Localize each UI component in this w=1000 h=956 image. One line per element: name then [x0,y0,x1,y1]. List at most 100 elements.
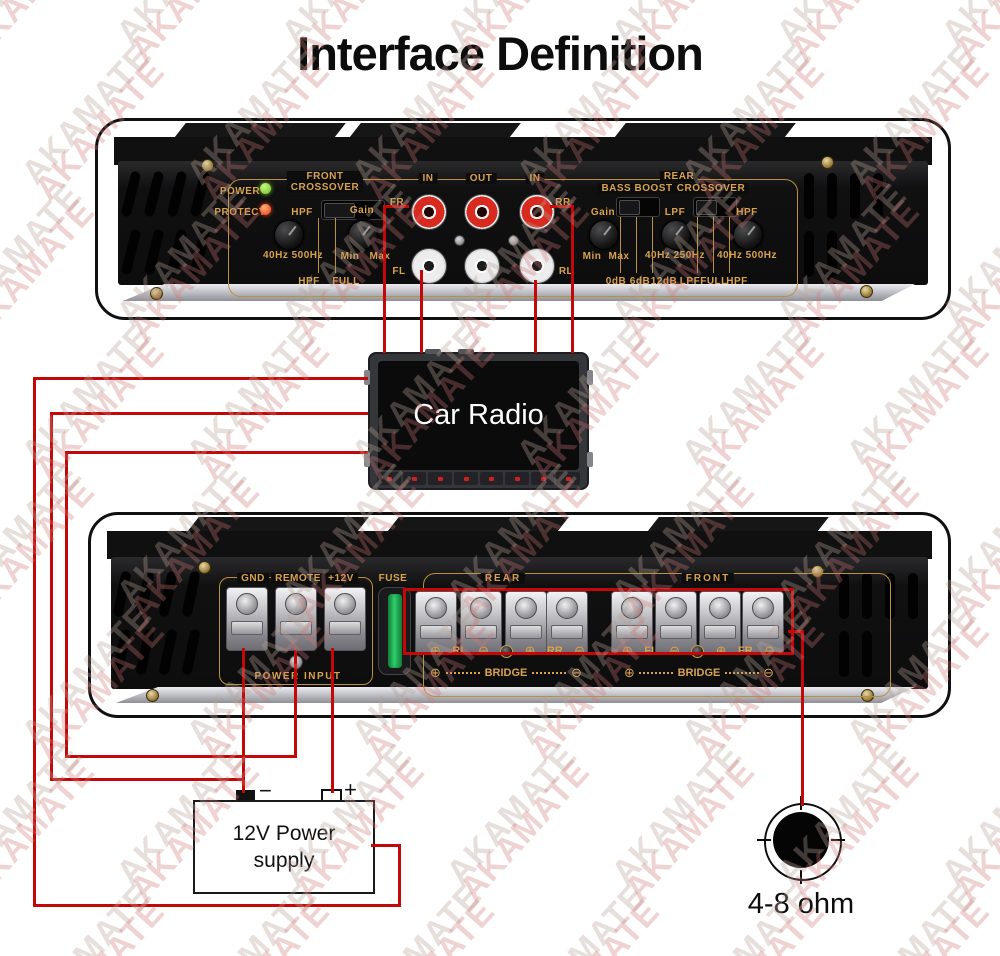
watermark-text: AKAMATE [357,893,503,956]
plus-symbol: ⊕ [715,643,727,659]
boost-0db: 0dB [605,276,627,287]
wire-gnd-to-battery-minus [242,648,245,793]
radio-key[interactable] [428,472,452,485]
wire-fr-stub [383,205,409,208]
radio-key[interactable] [453,472,478,485]
power-supply-line1: 12V Power [232,822,336,845]
watermark-text: AKAMATE [947,752,1000,908]
watermark-text: AKAMATE [0,736,90,892]
watermark-text: AKAMATE [934,736,1000,892]
watermark-text: AKAMATE [179,316,325,472]
bridge-dots [724,672,759,674]
rear-section-title: REAR [659,171,699,182]
watermark-text: AKAMATE [674,316,820,472]
switch-pos-line [729,217,730,273]
battery-minus-sign: − [259,778,272,803]
bass-boost-switch[interactable] [616,197,660,217]
radio-key[interactable] [530,472,555,485]
mounting-tab [587,452,593,467]
battery-minus-terminal [236,790,255,801]
wire-gnd-h2 [50,778,245,781]
rear-gain-min: Min [582,251,602,262]
watermark-text: AKAMATE [192,893,338,956]
fl-minus-terminal[interactable] [655,591,697,655]
in-label-2: IN [525,173,545,184]
speaker-tick [800,870,802,884]
panel-screw [150,287,163,300]
radio-key[interactable] [505,472,529,485]
rl-plus-terminal[interactable] [415,591,457,655]
watermark-text: AKAMATE [617,752,763,908]
vent-slot [839,573,849,619]
bridge-dots [445,672,480,674]
face-screw [508,235,519,246]
fr-input-jack[interactable] [411,194,447,230]
switch-pos-line [636,217,637,273]
vent-slot [166,228,188,276]
rl-jack-label: RL [558,266,574,277]
rr-jack-label: RR [555,197,571,208]
wire-gnd-h1 [50,412,368,415]
rl-input-jack[interactable] [519,248,555,284]
rear-hpf-knob[interactable] [733,220,763,250]
radio-button-bar[interactable] [376,472,581,485]
watermark-text: AKAMATE [852,893,998,956]
watermark-text: AKAMATE [839,316,985,472]
xo-hpf: HPF [726,276,748,287]
power-supply-box: 12V Power supply [193,800,375,894]
fr-minus-terminal[interactable] [742,591,784,655]
vent-slot [804,173,814,219]
controls-outline [228,179,798,297]
rr-input-jack[interactable] [519,194,555,230]
front-sw-hpf: HPF [298,276,320,287]
vent-slot [135,628,155,676]
radio-key[interactable] [556,472,580,485]
mounting-tab [364,452,370,467]
rr-minus-terminal[interactable] [546,591,588,655]
rear-crossover-switch[interactable] [693,197,737,217]
radio-key[interactable] [402,472,427,485]
rear-gain-knob[interactable] [589,220,619,250]
vent-slot [189,228,211,276]
front-gain-min: Min [340,251,360,262]
out-jack-white[interactable] [464,248,500,284]
watermark-text: AKAMATE [509,876,655,956]
watermark-text: AKAMATE [439,736,585,892]
wire-rl-to-radio [534,280,537,353]
plus12v-terminal[interactable] [324,587,366,651]
speaker-tick [757,839,771,841]
front-hpf-knob[interactable] [274,220,304,250]
heatsink-band [114,137,932,165]
switch-pos-line [318,218,319,273]
fl-plus-terminal[interactable] [611,591,653,655]
plus12v-label: +12V [324,573,358,584]
radio-key[interactable] [479,472,504,485]
left-vents [120,170,218,277]
plus-symbol: ⊕ [624,665,635,681]
panel-screw [201,159,214,172]
rr-plus-terminal[interactable] [505,591,547,655]
switch-pos-line [713,217,714,273]
fl-input-jack[interactable] [411,248,447,284]
wire-speaker-stub [788,630,804,633]
watermark-text: AKAMATE [522,893,668,956]
wire-remote-to-terminal [294,650,297,758]
vent-slot [181,570,201,618]
watermark-text: AKAMATE [27,893,173,956]
watermark-text: AKAMATE [0,192,103,348]
out-jack-red[interactable] [464,194,500,230]
remote-terminal[interactable] [275,587,317,651]
wire-remote-h1 [65,451,368,454]
front-hpf-knob-label: HPF [291,207,313,218]
rear-lpf-range: 40Hz 250Hz [644,250,706,261]
gnd-terminal[interactable] [226,587,268,651]
fr-plus-terminal[interactable] [699,591,741,655]
rear-lpf-knob[interactable] [661,220,691,250]
wire-12v-to-battery-plus [331,648,334,793]
vent-slot [873,173,883,219]
rear-hpf-label: HPF [736,207,758,218]
vent-slot [158,570,178,618]
front-gain-knob[interactable] [348,220,378,250]
remote-label: REMOTE [271,573,325,584]
radio-key[interactable] [377,472,401,485]
